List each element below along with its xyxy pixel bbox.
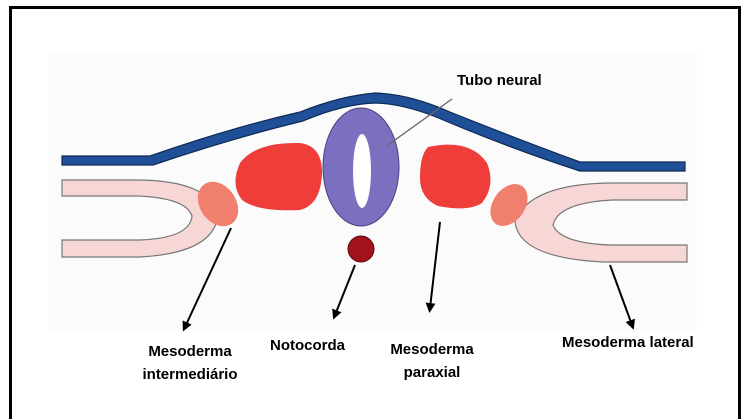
arrow-notocorda bbox=[335, 265, 355, 315]
arrow-mesoderma-paraxial bbox=[430, 222, 440, 308]
label-mesoderma-intermediario-line2: intermediário bbox=[126, 366, 254, 384]
lateral-mesoderm-right bbox=[515, 183, 687, 262]
paraxial-mesoderm-right bbox=[420, 145, 491, 209]
label-notocorda: Notocorda bbox=[270, 337, 345, 355]
label-mesoderma-lateral: Mesoderma lateral bbox=[562, 334, 694, 352]
label-mesoderma-paraxial-line2: paraxial bbox=[373, 364, 491, 382]
label-mesoderma-paraxial: Mesoderma paraxial bbox=[373, 341, 491, 382]
paraxial-mesoderm-left bbox=[235, 143, 322, 210]
label-mesoderma-intermediario: Mesoderma intermediário bbox=[126, 343, 254, 384]
label-mesoderma-paraxial-line1: Mesoderma bbox=[373, 341, 491, 359]
label-mesoderma-intermediario-line1: Mesoderma bbox=[126, 343, 254, 361]
label-tubo-neural: Tubo neural bbox=[457, 72, 542, 90]
arrow-mesoderma-lateral bbox=[610, 265, 632, 325]
neural-tube-lumen bbox=[353, 134, 371, 208]
lateral-mesoderm-left bbox=[62, 180, 218, 257]
notochord bbox=[348, 236, 374, 262]
